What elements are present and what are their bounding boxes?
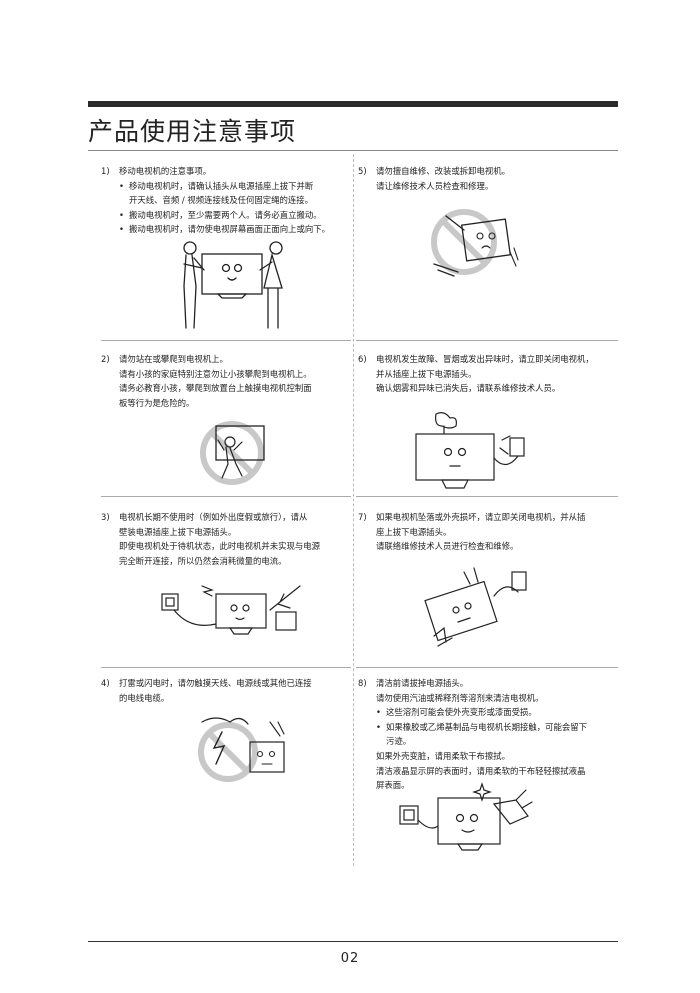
section-5: 5) 请勿擅自维修、改装或拆卸电视机。 请让维修技术人员检查和修理。 xyxy=(358,164,510,193)
page-number: 02 xyxy=(340,951,360,966)
paragraph: 板等行为是危险的。 xyxy=(119,397,195,408)
section-number: 7) xyxy=(358,512,367,522)
paragraph: 并从插座上拔下电源插头。 xyxy=(376,368,477,379)
section-number: 3) xyxy=(101,512,110,522)
section-heading: 打雷或闪电时，请勿触摸天线、电源线或其他已连接 xyxy=(119,678,312,688)
section-heading: 请勿站在或攀爬到电视机上。 xyxy=(119,354,228,364)
paragraph: 屏表面。 xyxy=(376,780,410,791)
section-2: 2) 请勿站在或攀爬到电视机上。 请有小孩的家庭特别注意勿让小孩攀爬到电视机上。… xyxy=(101,352,312,410)
paragraph: 请务必教育小孩，攀爬到放置台上触摸电视机控制面 xyxy=(119,383,312,394)
cleaning-tv-illustration xyxy=(399,782,533,851)
bullet-item: 搬动电视机时，至少需要两个人。请务必直立搬动。 xyxy=(119,208,330,223)
section-6: 6) 电视机发生故障、冒烟或发出异味时，请立即关闭电视机， 并从插座上拔下电源插… xyxy=(358,352,594,396)
paragraph: 即使电视机处于待机状态，此时电视机并未实现与电源 xyxy=(119,541,320,552)
paragraph: 壁装电源插座上拔下电源插头。 xyxy=(119,526,237,537)
paragraph: 请有小孩的家庭特别注意勿让小孩攀爬到电视机上。 xyxy=(119,368,312,379)
section-heading: 如果电视机坠落或外壳损坏，请立即关闭电视机，并从插 xyxy=(376,512,586,522)
paragraph: 请联络维修技术人员进行检查和维修。 xyxy=(376,541,519,552)
section-number: 5) xyxy=(358,166,367,176)
section-7: 7) 如果电视机坠落或外壳损坏，请立即关闭电视机，并从插 座上拔下电源插头。 请… xyxy=(358,510,585,554)
section-1: 1) 移动电视机的注意事项。 移动电视机时，请确认插头从电源插座上拔下并断 开天… xyxy=(101,164,330,237)
section-number: 8) xyxy=(358,678,367,688)
two-people-carrying-tv-illustration xyxy=(183,241,283,329)
damaged-tv-illustration xyxy=(424,567,527,647)
paragraph: 座上拔下电源插头。 xyxy=(376,526,452,537)
section-number: 2) xyxy=(101,354,110,364)
bottom-rule xyxy=(88,941,618,942)
row-divider xyxy=(356,667,618,668)
do-not-repair-illustration xyxy=(431,209,519,277)
column-divider xyxy=(353,154,354,866)
row-divider xyxy=(101,496,351,497)
bullet-item: 移动电视机时，请确认插头从电源插座上拔下并断 开天线、音频 / 视频连接线及任何… xyxy=(119,179,330,208)
section-heading: 请勿擅自维修、改装或拆卸电视机。 xyxy=(376,166,510,176)
section-number: 4) xyxy=(101,678,110,688)
section-4: 4) 打雷或闪电时，请勿触摸天线、电源线或其他已连接 的电线电缆。 xyxy=(101,676,312,705)
paragraph: 如果外壳变脏，请用柔软干布擦拭。 xyxy=(376,750,510,761)
row-divider xyxy=(356,496,618,497)
section-heading: 移动电视机的注意事项。 xyxy=(119,166,212,176)
section-heading: 电视机发生故障、冒烟或发出异味时，请立即关闭电视机， xyxy=(376,354,594,364)
bullet-item: 如果橡胶或乙烯基制品与电视机长期接触，可能会留下 污迹。 xyxy=(376,720,587,749)
row-divider xyxy=(356,340,618,341)
lightning-warning-illustration xyxy=(198,717,285,782)
paragraph: 清洁液晶显示屏的表面时，请用柔软的干布轻轻擦拭液晶 xyxy=(376,765,586,776)
row-divider xyxy=(101,667,351,668)
smoking-tv-illustration xyxy=(415,412,525,489)
section-number: 1) xyxy=(101,166,110,176)
unplug-while-travelling-illustration xyxy=(161,585,301,635)
paragraph: 请勿使用汽油或稀释剂等溶剂来清洁电视机。 xyxy=(376,692,544,703)
section-heading: 清洁前请拔掉电源插头。 xyxy=(376,678,469,688)
page-title: 产品使用注意事项 xyxy=(88,117,297,146)
bullet-item: 这些溶剂可能会使外壳变形或漆面受损。 xyxy=(376,705,587,720)
title-divider xyxy=(88,150,618,151)
top-rule xyxy=(88,101,618,107)
bullet-item: 搬动电视机时，请勿使电视屏幕画面正面向上或向下。 xyxy=(119,222,330,237)
section-number: 6) xyxy=(358,354,367,364)
paragraph: 的电线电缆。 xyxy=(119,692,170,703)
row-divider xyxy=(101,340,351,341)
section-heading: 电视机长期不使用时（例如外出度假或旅行），请从 xyxy=(119,512,308,522)
section-8: 8) 清洁前请拔掉电源插头。 请勿使用汽油或稀释剂等溶剂来清洁电视机。 这些溶剂… xyxy=(358,676,587,793)
section-3: 3) 电视机长期不使用时（例如外出度假或旅行），请从 壁装电源插座上拔下电源插头… xyxy=(101,510,320,568)
paragraph: 确认烟雾和异味已消失后，请联系维修技术人员。 xyxy=(376,383,561,394)
paragraph: 请让维修技术人员检查和修理。 xyxy=(376,180,494,191)
paragraph: 完全断开连接，所以仍然会消耗微量的电流。 xyxy=(119,555,287,566)
child-climbing-tv-illustration xyxy=(200,421,265,485)
